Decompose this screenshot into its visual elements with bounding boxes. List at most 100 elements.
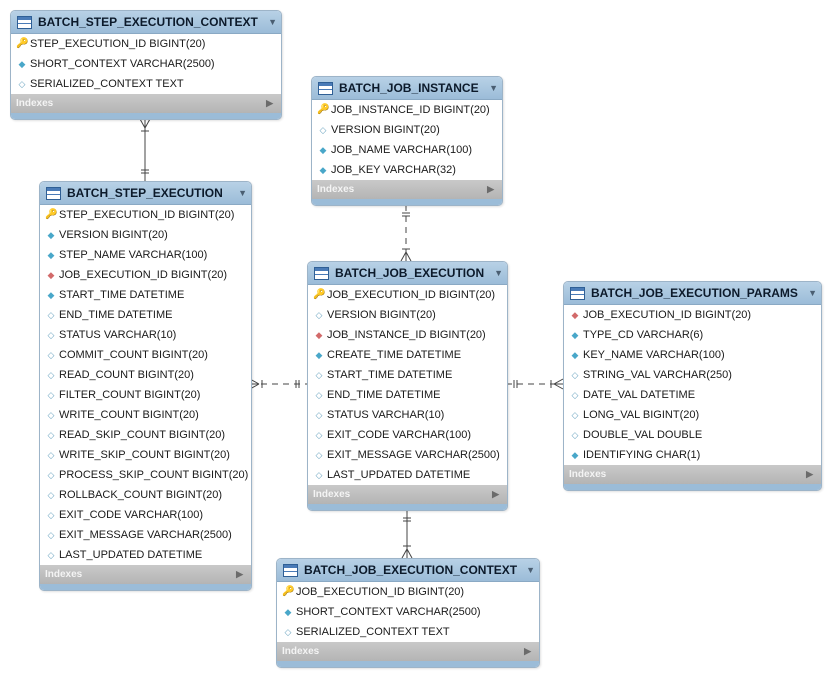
foreign-key-diamond-icon: ◆ bbox=[571, 309, 579, 320]
column-row[interactable]: ◆CREATE_TIME DATETIME bbox=[308, 345, 507, 365]
column-row[interactable]: ◆KEY_NAME VARCHAR(100) bbox=[564, 345, 821, 365]
column-row[interactable]: ◇SERIALIZED_CONTEXT TEXT bbox=[11, 74, 281, 94]
column-row[interactable]: ◇EXIT_CODE VARCHAR(100) bbox=[308, 425, 507, 445]
crows-foot-mark bbox=[406, 548, 413, 559]
table-batch-job-execution-context[interactable]: BATCH_JOB_EXECUTION_CONTEXT▼🔑JOB_EXECUTI… bbox=[276, 558, 540, 668]
column-row[interactable]: 🔑STEP_EXECUTION_ID BIGINT(20) bbox=[40, 205, 251, 225]
indexes-section[interactable]: Indexes▶ bbox=[277, 642, 539, 661]
table-batch-job-instance[interactable]: BATCH_JOB_INSTANCE ▼ 🔑JOB_INSTANCE_ID BIGI… bbox=[311, 76, 503, 206]
column-row[interactable]: ◇STATUS VARCHAR(10) bbox=[40, 325, 251, 345]
table-batch-job-execution-params[interactable]: BATCH_JOB_EXECUTION_PARAMS▼◆JOB_EXECUTIO… bbox=[563, 281, 822, 491]
column-row[interactable]: ◇WRITE_COUNT BIGINT(20) bbox=[40, 405, 251, 425]
not-null-diamond-icon: ◆ bbox=[571, 449, 579, 460]
crows-foot-mark bbox=[553, 383, 564, 390]
column-row[interactable]: ◇LAST_UPDATED DATETIME bbox=[40, 545, 251, 565]
column-row[interactable]: ◇STATUS VARCHAR(10) bbox=[308, 405, 507, 425]
column-row[interactable]: ◇COMMIT_COUNT BIGINT(20) bbox=[40, 345, 251, 365]
column-row[interactable]: ◆IDENTIFYING CHAR(1) bbox=[564, 445, 821, 465]
table-header[interactable]: BATCH_JOB_EXECUTION▼ bbox=[308, 262, 507, 285]
column-row[interactable]: ◇EXIT_CODE VARCHAR(100) bbox=[40, 505, 251, 525]
column-row[interactable]: ◇END_TIME DATETIME bbox=[308, 385, 507, 405]
column-row[interactable]: ◆JOB_INSTANCE_ID BIGINT(20) bbox=[308, 325, 507, 345]
column-row[interactable]: ◇WRITE_SKIP_COUNT BIGINT(20) bbox=[40, 445, 251, 465]
indexes-label: Indexes bbox=[16, 98, 54, 109]
collapse-triangle-icon[interactable]: ▼ bbox=[494, 268, 503, 278]
collapse-triangle-icon[interactable]: ▼ bbox=[238, 188, 247, 198]
column-row[interactable]: ◇EXIT_MESSAGE VARCHAR(2500) bbox=[40, 525, 251, 545]
column-row[interactable]: ◆JOB_EXECUTION_ID BIGINT(20) bbox=[40, 265, 251, 285]
table-header[interactable]: BATCH_STEP_EXECUTION▼ bbox=[40, 182, 251, 205]
key-icon: 🔑 bbox=[45, 209, 58, 220]
column-row[interactable]: ◆START_TIME DATETIME bbox=[40, 285, 251, 305]
collapse-triangle-icon[interactable]: ▼ bbox=[808, 288, 817, 298]
table-batch-job-execution[interactable]: BATCH_JOB_EXECUTION▼🔑JOB_EXECUTION_ID BI… bbox=[307, 261, 508, 511]
column-row[interactable]: ◆JOB_KEY VARCHAR(32) bbox=[312, 160, 502, 180]
column-row[interactable]: 🔑JOB_EXECUTION_ID BIGINT(20) bbox=[277, 582, 539, 602]
table-header[interactable]: BATCH_JOB_EXECUTION_CONTEXT▼ bbox=[277, 559, 539, 582]
table-icon bbox=[570, 286, 585, 300]
table-header[interactable]: BATCH_JOB_INSTANCE ▼ bbox=[312, 77, 502, 100]
indexes-section[interactable]: Indexes▶ bbox=[40, 565, 251, 584]
expand-arrow-icon[interactable]: ▶ bbox=[806, 469, 813, 479]
not-null-diamond-icon: ◆ bbox=[571, 349, 579, 360]
column-row[interactable]: ◆SHORT_CONTEXT VARCHAR(2500) bbox=[277, 602, 539, 622]
table-batch-step-execution[interactable]: BATCH_STEP_EXECUTION▼🔑STEP_EXECUTION_ID … bbox=[39, 181, 252, 591]
column-label: STEP_NAME VARCHAR(100) bbox=[59, 249, 208, 261]
collapse-triangle-icon[interactable]: ▼ bbox=[526, 565, 535, 575]
column-row[interactable]: ◇END_TIME DATETIME bbox=[40, 305, 251, 325]
table-header[interactable]: BATCH_STEP_EXECUTION_CONTEXT▼ bbox=[11, 11, 281, 34]
nullable-diamond-icon: ◇ bbox=[47, 349, 55, 360]
table-title: BATCH_JOB_INSTANCE bbox=[339, 81, 479, 95]
indexes-section[interactable]: Indexes▶ bbox=[308, 485, 507, 504]
column-label: LAST_UPDATED DATETIME bbox=[59, 549, 203, 561]
expand-arrow-icon[interactable]: ▶ bbox=[236, 569, 243, 579]
expand-arrow-icon[interactable]: ▶ bbox=[266, 98, 273, 108]
table-header[interactable]: BATCH_JOB_EXECUTION_PARAMS▼ bbox=[564, 282, 821, 305]
column-row[interactable]: ◇EXIT_MESSAGE VARCHAR(2500) bbox=[308, 445, 507, 465]
expand-arrow-icon[interactable]: ▶ bbox=[492, 489, 499, 499]
nullable-diamond-icon: ◇ bbox=[319, 124, 327, 135]
column-row[interactable]: ◇SERIALIZED_CONTEXT TEXT bbox=[277, 622, 539, 642]
column-row[interactable]: ◆ STEP_NAME VARCHAR(100) bbox=[40, 245, 251, 265]
table-footer bbox=[40, 584, 251, 590]
column-label: EXIT_CODE VARCHAR(100) bbox=[59, 509, 204, 521]
column-row[interactable]: ◆VERSION BIGINT(20) bbox=[40, 225, 251, 245]
not-null-diamond-icon: ◆ bbox=[47, 249, 55, 260]
column-row[interactable]: ◇STRING_VAL VARCHAR(250) bbox=[564, 365, 821, 385]
column-row[interactable]: ◆TYPE_CD VARCHAR(6) bbox=[564, 325, 821, 345]
indexes-section[interactable]: Indexes ▶ bbox=[11, 94, 281, 113]
column-label: VERSION BIGINT(20) bbox=[327, 309, 436, 321]
column-row[interactable]: ◇LAST_UPDATED DATETIME bbox=[308, 465, 507, 485]
nullable-diamond-icon: ◇ bbox=[315, 409, 323, 420]
indexes-section[interactable]: Indexes▶ bbox=[312, 180, 502, 199]
table-batch-step-execution-context[interactable]: BATCH_STEP_EXECUTION_CONTEXT▼🔑STEP_EXECU… bbox=[10, 10, 282, 120]
collapse-triangle-icon[interactable]: ▼ bbox=[489, 83, 498, 93]
column-row[interactable]: ◇PROCESS_SKIP_COUNT BIGINT(20) bbox=[40, 465, 251, 485]
column-row[interactable]: ◆JOB_NAME VARCHAR(100) bbox=[312, 140, 502, 160]
column-row[interactable]: ◇READ_SKIP_COUNT BIGINT(20) bbox=[40, 425, 251, 445]
column-row[interactable]: ◆SHORT_CONTEXT VARCHAR(2500) bbox=[11, 54, 281, 74]
column-row[interactable]: ◇VERSION BIGINT(20) bbox=[308, 305, 507, 325]
expand-arrow-icon[interactable]: ▶ bbox=[524, 646, 531, 656]
nullable-diamond-icon: ◇ bbox=[315, 469, 323, 480]
column-row[interactable]: ◇FILTER_COUNT BIGINT(20) bbox=[40, 385, 251, 405]
crows-foot-mark bbox=[144, 118, 151, 129]
column-row[interactable]: ◇READ_COUNT BIGINT(20) bbox=[40, 365, 251, 385]
table-icon bbox=[17, 15, 32, 29]
column-row[interactable]: 🔑STEP_EXECUTION_ID BIGINT(20) bbox=[11, 34, 281, 54]
column-row[interactable]: ◇DATE_VAL DATETIME bbox=[564, 385, 821, 405]
column-row[interactable]: ◇DOUBLE_VAL DOUBLE bbox=[564, 425, 821, 445]
column-row[interactable]: ◇START_TIME DATETIME bbox=[308, 365, 507, 385]
indexes-section[interactable]: Indexes▶ bbox=[564, 465, 821, 484]
column-row[interactable]: ◇LONG_VAL BIGINT(20) bbox=[564, 405, 821, 425]
column-row[interactable]: 🔑JOB_EXECUTION_ID BIGINT(20) bbox=[308, 285, 507, 305]
column-row[interactable]: ◇VERSION BIGINT(20) bbox=[312, 120, 502, 140]
column-row[interactable]: ◇ROLLBACK_COUNT BIGINT(20) bbox=[40, 485, 251, 505]
column-row[interactable]: ◆JOB_EXECUTION_ID BIGINT(20) bbox=[564, 305, 821, 325]
column-label: ROLLBACK_COUNT BIGINT(20) bbox=[59, 489, 223, 501]
column-row[interactable]: 🔑JOB_INSTANCE_ID BIGINT(20) bbox=[312, 100, 502, 120]
not-null-diamond-icon: ◆ bbox=[319, 144, 327, 155]
collapse-triangle-icon[interactable]: ▼ bbox=[268, 17, 277, 27]
expand-arrow-icon[interactable]: ▶ bbox=[487, 184, 494, 194]
